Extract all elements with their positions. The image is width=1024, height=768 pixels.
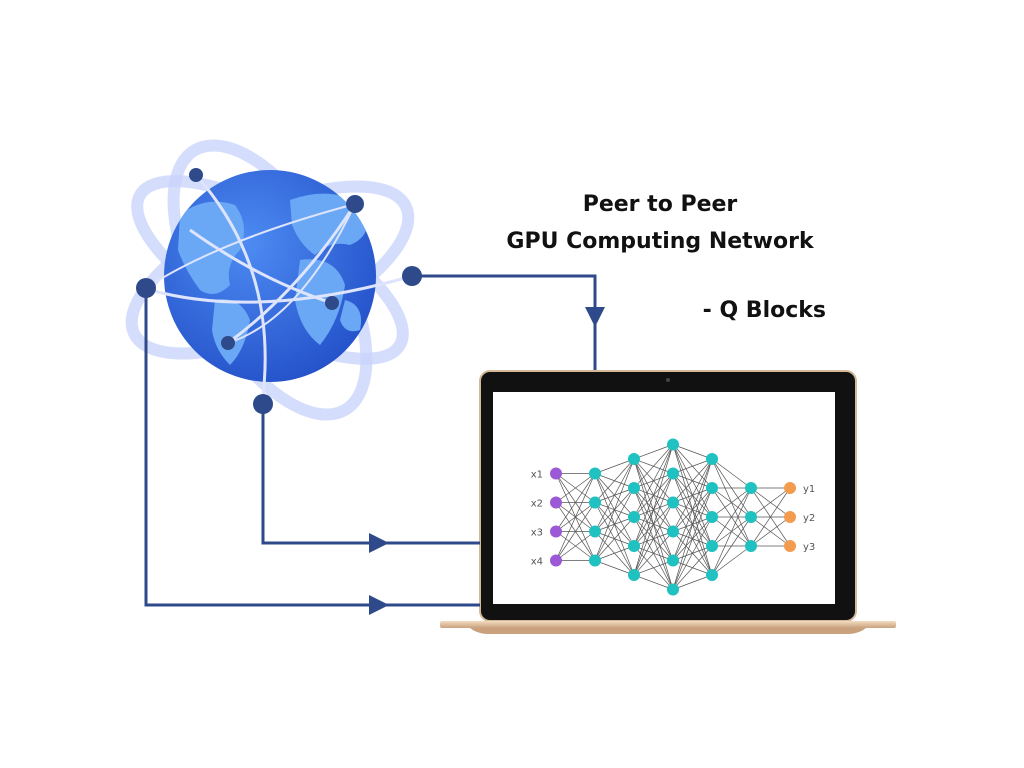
- title-line-2: GPU Computing Network: [506, 229, 814, 254]
- connector-globe-to-laptop-middle: [261, 404, 480, 545]
- nn-edge: [633, 531, 674, 576]
- nn-output-node: [784, 482, 796, 494]
- nn-edge: [672, 458, 713, 503]
- nn-edge: [672, 574, 713, 590]
- nn-hidden-node: [667, 554, 679, 567]
- nn-input-node: [550, 467, 562, 480]
- nn-edge: [594, 458, 635, 561]
- nn-edge: [672, 545, 713, 590]
- connector-endpoints: [136, 266, 422, 414]
- connector-arrows: [369, 307, 605, 615]
- nn-output-node: [784, 511, 796, 523]
- nn-edge: [555, 531, 596, 561]
- nn-hidden-node: [706, 540, 718, 552]
- nn-edge: [555, 473, 596, 561]
- nn-edge: [672, 444, 713, 460]
- nn-edge: [594, 458, 635, 532]
- nn-hidden-node: [589, 496, 601, 509]
- nn-edge: [633, 560, 674, 576]
- nn-hidden-node: [706, 511, 718, 523]
- nn-edge: [633, 444, 674, 576]
- nn-edge: [633, 502, 674, 576]
- nn-edge: [633, 444, 674, 489]
- nn-edge: [594, 560, 635, 576]
- nn-input-label: x4: [531, 557, 543, 568]
- nn-hidden-node: [589, 467, 601, 480]
- nn-edge: [750, 487, 791, 518]
- nn-edge: [750, 487, 791, 547]
- neural-network-illustration: x1 x2 x3 x4 y1 y2 y3: [531, 438, 815, 596]
- nn-output-label: y2: [803, 513, 815, 524]
- connector-lines: [144, 274, 597, 607]
- nn-hidden-node: [667, 583, 679, 596]
- nn-edge: [672, 458, 713, 532]
- connector-globe-to-laptop-top: [412, 274, 597, 370]
- nn-hidden-node: [667, 438, 679, 451]
- nn-hidden-node: [706, 453, 718, 465]
- nn-edge: [672, 487, 713, 590]
- nn-edge: [672, 458, 713, 590]
- nn-edge: [594, 458, 635, 503]
- nn-edge: [711, 487, 752, 547]
- nn-edge: [633, 444, 674, 518]
- nn-edge: [750, 516, 791, 547]
- endpoint-node: [136, 278, 156, 298]
- nn-edge: [711, 545, 752, 576]
- nn-input-node: [550, 554, 562, 567]
- nn-input-node: [550, 496, 562, 509]
- laptop-icon: [440, 370, 896, 634]
- nn-output-label: y3: [803, 542, 815, 553]
- nn-edge: [672, 458, 713, 474]
- nn-input-label: x1: [531, 470, 543, 481]
- nn-edge: [711, 516, 752, 576]
- nn-hidden-node: [628, 482, 640, 494]
- nn-hidden-node: [589, 554, 601, 567]
- endpoint-node: [253, 394, 273, 414]
- nn-edge: [555, 473, 596, 503]
- nn-hidden-node: [706, 482, 718, 494]
- nn-hidden-node: [628, 453, 640, 465]
- nn-edge: [594, 458, 635, 474]
- nn-edge: [594, 487, 635, 561]
- nn-hidden-node: [745, 540, 757, 552]
- nn-input-label: x2: [531, 499, 543, 510]
- nn-hidden-node: [706, 569, 718, 581]
- endpoint-node: [402, 266, 422, 286]
- nn-edge: [711, 487, 752, 518]
- nn-edge: [672, 458, 713, 561]
- nn-edge: [633, 574, 674, 590]
- nn-edge: [711, 458, 752, 489]
- arrow-right-icon: [369, 595, 389, 615]
- nn-hidden-node: [628, 511, 640, 523]
- nn-hidden-node: [745, 482, 757, 494]
- nn-hidden-node: [589, 525, 601, 538]
- nn-input-node: [550, 525, 562, 538]
- nn-edge: [672, 516, 713, 590]
- arrow-down-icon: [585, 307, 605, 327]
- diagram-title: Peer to Peer GPU Computing Network: [460, 186, 860, 260]
- nn-hidden-node: [745, 511, 757, 523]
- nn-output-node: [784, 540, 796, 552]
- nn-hidden-node: [628, 540, 640, 552]
- nn-edge: [555, 502, 596, 561]
- nn-edge: [633, 473, 674, 576]
- globe-icon: [125, 139, 415, 421]
- nn-output-label: y1: [803, 484, 815, 495]
- title-line-1: Peer to Peer: [582, 192, 738, 217]
- nn-edge: [594, 516, 635, 561]
- nn-hidden-node: [667, 467, 679, 480]
- nn-hidden-node: [667, 525, 679, 538]
- nn-edge: [633, 444, 674, 460]
- nn-edge: [594, 545, 635, 561]
- credit-label: - Q Blocks: [702, 298, 826, 323]
- nn-edge: [711, 487, 752, 576]
- nn-edge: [633, 444, 674, 547]
- arrow-right-icon: [369, 533, 389, 553]
- nn-edge: [555, 473, 596, 532]
- connector-globe-to-laptop-bottom: [144, 288, 480, 607]
- nn-hidden-node: [667, 496, 679, 509]
- nn-input-label: x3: [531, 528, 543, 539]
- nn-hidden-node: [628, 569, 640, 581]
